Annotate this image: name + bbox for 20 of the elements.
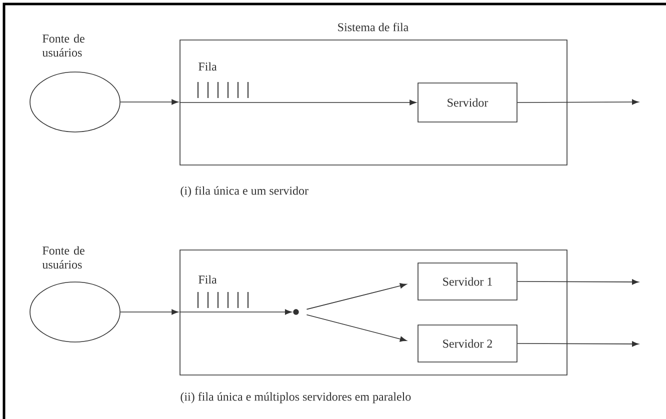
arrow (517, 279, 639, 285)
arrow (120, 99, 178, 105)
caption: (ii) fila única e múltiplos servidores em paralelo (180, 392, 411, 404)
source-label: Fonte de usuários (42, 246, 84, 269)
arrow (306, 314, 407, 342)
queue-label: Fila (198, 62, 217, 71)
queue-label: Fila (198, 275, 217, 284)
server-box: Servidor (418, 82, 518, 122)
caption: (i) fila única e um servidor (180, 186, 308, 198)
server-box: Servidor 2 (418, 324, 518, 362)
arrow (306, 283, 407, 310)
arrow (120, 309, 178, 315)
server-box: Servidor 1 (418, 262, 518, 300)
arrow (517, 99, 639, 105)
source-label: Fonte de usuários (42, 34, 84, 57)
system-box (180, 250, 568, 376)
arrow (179, 309, 292, 315)
arrow (179, 100, 416, 106)
box-title: Sistema de fila (338, 22, 408, 32)
arrow (517, 341, 639, 347)
